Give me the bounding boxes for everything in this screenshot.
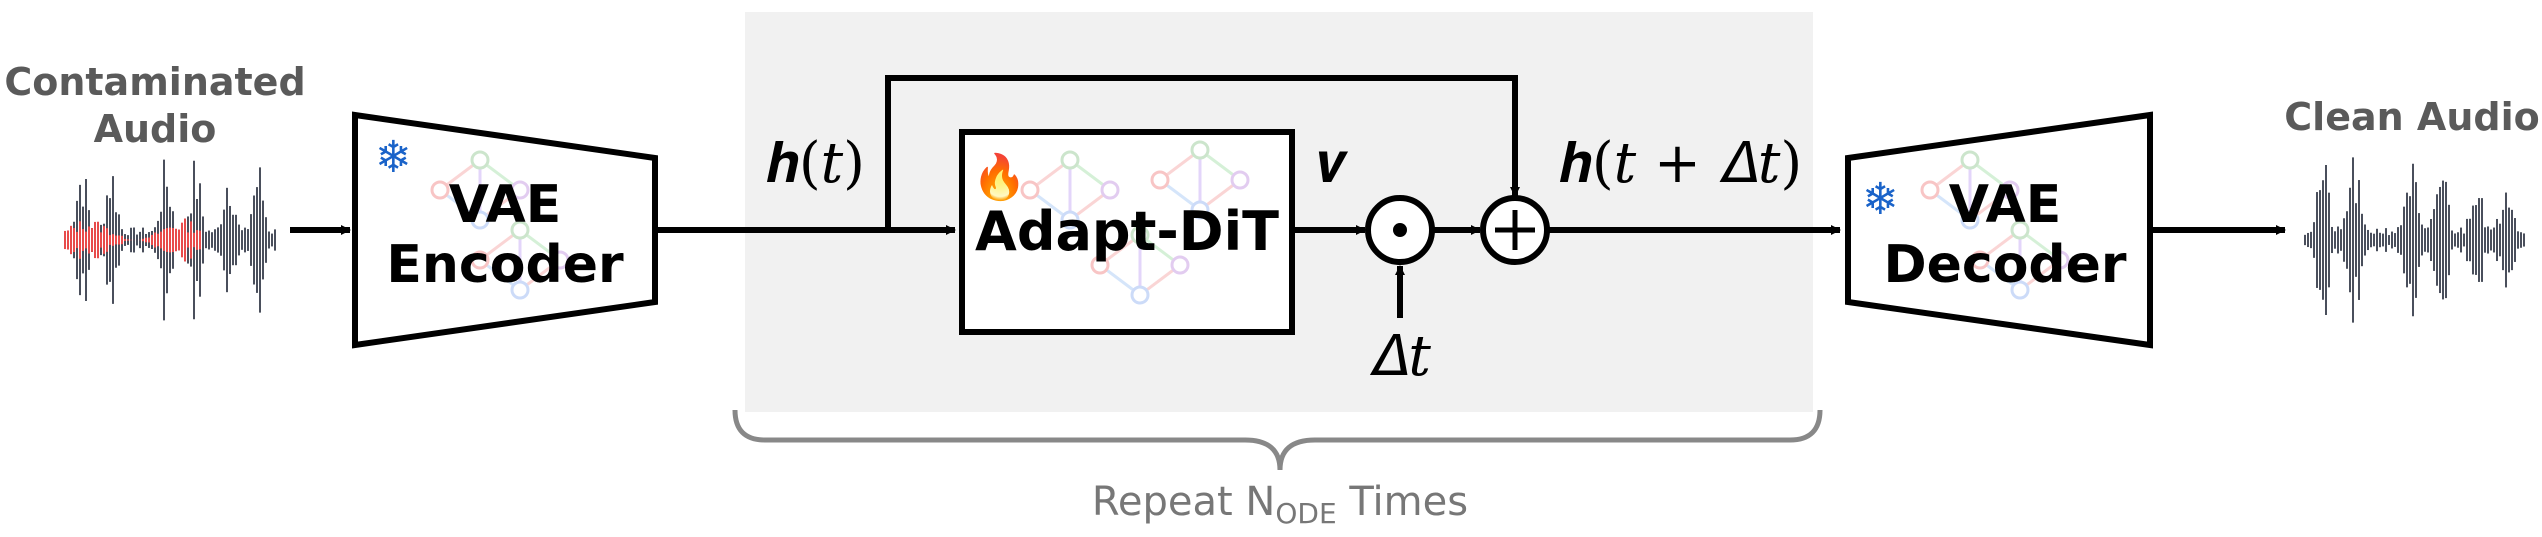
vae-encoder: ❄ VAE Encoder [352,111,658,349]
input-waveform [64,159,276,321]
snowflake-icon: ❄ [375,132,412,183]
add-node [1480,195,1550,265]
input-label-line1: Contaminated [4,60,305,104]
decoder-label-line2: Decoder [1883,235,2126,295]
snowflake-icon: ❄ [1862,174,1899,225]
input-label-line2: Audio [94,107,217,151]
dit-label: Adapt-DiT [975,200,1279,263]
encoder-label-line2: Encoder [386,235,624,295]
skip-connection [885,75,1520,230]
adapt-dit-block: 🔥 Adapt-DiT [959,129,1295,335]
vae-decoder: ❄ VAE Decoder [1845,111,2153,349]
output-waveform [2304,157,2525,323]
h-t-label: 𝒉(𝑡) [765,131,865,196]
multiply-node [1365,195,1435,265]
delta-t-label: 𝛥𝑡 [1369,324,1431,389]
repeat-brace [732,409,1823,471]
output-label: Clean Audio [2284,95,2539,139]
repeat-caption: Repeat NODE Times [1092,479,1468,530]
flame-icon: 🔥 [972,152,1027,203]
decoder-label-line1: VAE [1949,175,2061,235]
h-next-label: 𝒉(𝑡 + 𝛥𝑡) [1558,131,1802,196]
v-label: 𝒗 [1318,131,1349,196]
encoder-label-line1: VAE [449,175,561,235]
